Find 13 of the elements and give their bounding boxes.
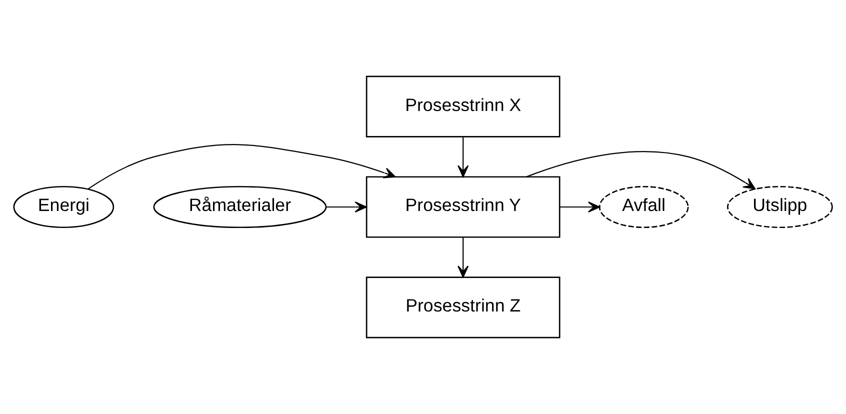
- arrow: [326, 201, 367, 213]
- node-ellipse: Utslipp: [727, 186, 833, 228]
- arrow: [88, 144, 396, 190]
- node-ellipse: Råmaterialer: [153, 186, 327, 228]
- arrow: [458, 137, 469, 178]
- arrow: [560, 201, 600, 213]
- node-box: Prosesstrinn Z: [366, 276, 560, 338]
- arrow: [458, 238, 469, 278]
- arrow: [526, 151, 756, 190]
- node-box: Prosesstrinn Y: [366, 176, 560, 238]
- node-ellipse: Avfall: [598, 186, 689, 228]
- node-box: Prosesstrinn X: [366, 76, 560, 138]
- node-ellipse: Energi: [13, 186, 114, 228]
